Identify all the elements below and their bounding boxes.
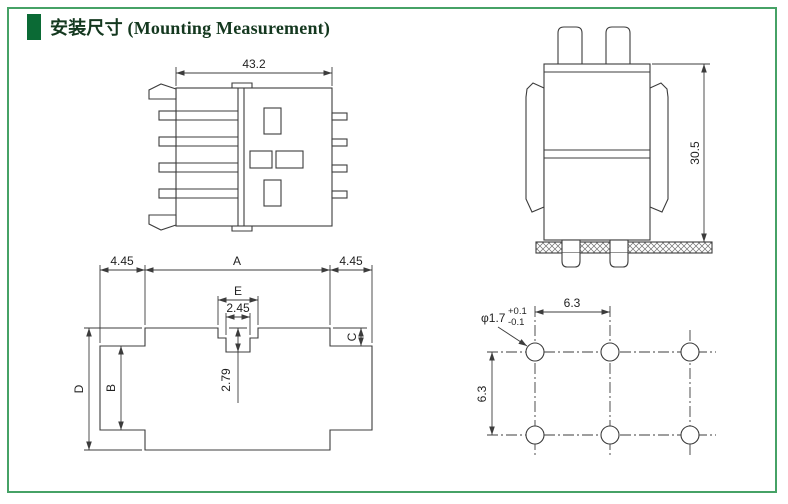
page-title: 安装尺寸 (Mounting Measurement) (50, 18, 331, 38)
dim-front-height: 30.5 (652, 63, 710, 242)
dim-text-notch-outer: E (234, 284, 242, 298)
front-body-outline (543, 63, 651, 241)
inner-cavity-rects (249, 107, 304, 207)
pin-tip (609, 253, 629, 268)
through-pin (561, 239, 581, 254)
dim-text-notch-depth: 2.79 (219, 368, 233, 392)
pin-slot-lines (176, 110, 238, 199)
connector-body-outline (175, 87, 333, 227)
dim-outer-height: D (72, 327, 142, 451)
left-prong (557, 26, 583, 64)
mounting-holes (525, 342, 700, 445)
dim-text-inner-height: B (104, 384, 118, 392)
dim-text-cutout-right: 4.45 (339, 254, 363, 268)
right-wing-latch (649, 82, 669, 213)
top-key-tab (231, 82, 253, 88)
left-pins (158, 110, 177, 199)
dim-text-step: C (345, 332, 359, 341)
dim-text-hole-diameter: φ1.7 (481, 311, 506, 325)
dim-inner-height: B (104, 346, 124, 430)
view-panel-cutout: 4.45 A 4.45 E 2.45 2.79 (72, 254, 373, 451)
dim-step: C (333, 327, 367, 346)
dim-text-outer-height: D (72, 384, 86, 393)
right-pins (331, 112, 348, 199)
page-border (7, 7, 777, 493)
left-wing-latch (525, 82, 545, 213)
front-body-seam-lines (544, 71, 650, 159)
view-connector-front: 30.5 (525, 26, 713, 268)
cutout-outline (99, 327, 373, 451)
pin-tip (561, 253, 581, 268)
hole-diameter-callout: φ1.7 +0.1 -0.1 (481, 306, 528, 347)
left-latch-bottom (148, 214, 177, 231)
dim-text-cutout-left: 4.45 (110, 254, 134, 268)
dim-cutout-top-row: 4.45 A 4.45 (99, 254, 373, 343)
title-bar: 安装尺寸 (Mounting Measurement) (27, 14, 330, 40)
dim-text-cutout-width: A (233, 254, 241, 268)
dim-pitch-y: 6.3 (475, 352, 495, 435)
dim-text-notch-inner: 2.45 (226, 301, 250, 315)
dim-notch-inner: 2.45 (225, 301, 251, 335)
dim-notch-outer: E (217, 284, 259, 325)
dim-text-side-width: 43.2 (242, 57, 266, 71)
title-accent-square (27, 14, 41, 40)
left-latch-top (148, 83, 177, 100)
right-prong (605, 26, 631, 64)
view-hole-pattern: 6.3 6.3 φ1.7 +0.1 -0.1 (475, 296, 716, 457)
dim-text-front-height: 30.5 (688, 141, 702, 165)
dim-notch-depth: 2.79 (219, 327, 247, 403)
view-connector-side: 43.2 (148, 57, 348, 232)
dim-text-pitch-y: 6.3 (475, 385, 489, 402)
dim-pitch-x: 6.3 (535, 296, 610, 315)
dim-side-width: 43.2 (175, 57, 333, 86)
bottom-key-tab (231, 226, 253, 232)
dim-text-hole-tolerance-upper: +0.1 (508, 306, 527, 317)
through-pin (609, 239, 629, 254)
dim-text-pitch-x: 6.3 (564, 296, 581, 310)
dim-text-hole-tolerance-lower: -0.1 (508, 317, 524, 328)
